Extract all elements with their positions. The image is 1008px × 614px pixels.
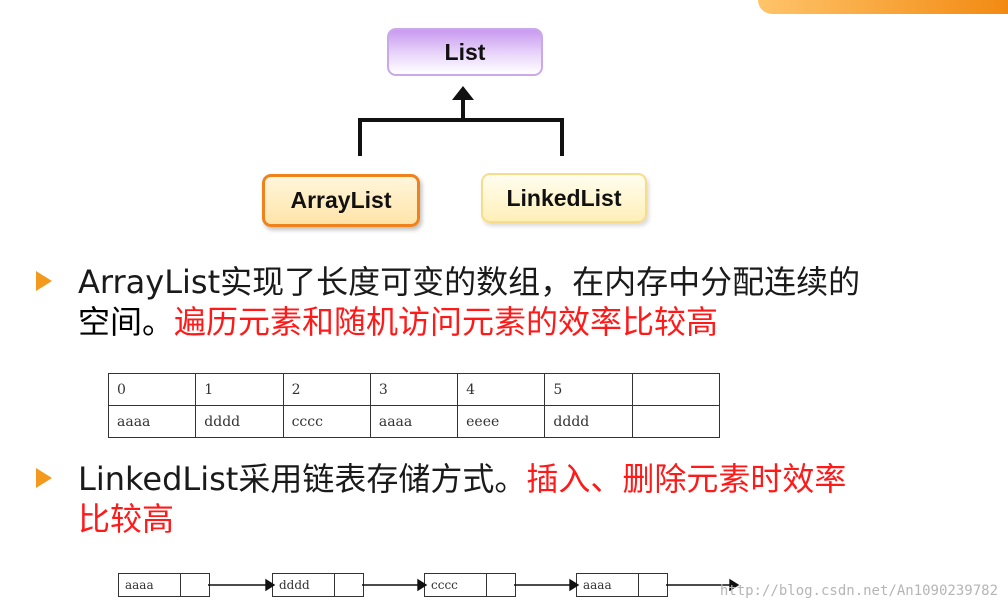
bullet-arraylist-line1: ArrayList实现了长度可变的数组，在内存中分配连续的 [78,263,861,301]
array-value-cell: aaaa [369,405,459,438]
bullet-arrow-icon [36,271,52,291]
array-index-cell: 4 [457,373,546,406]
linked-node-data: aaaa [119,574,181,596]
bullet-linkedlist-text: LinkedList采用链表存储方式。 [78,460,527,498]
array-index-cell: 1 [195,373,284,406]
array-index-row: 0 1 2 3 4 5 [107,373,721,406]
linked-node: aaaa [576,573,668,597]
bullet-arraylist: ArrayList实现了长度可变的数组，在内存中分配连续的 空间。遍历元素和随机… [36,262,861,342]
linked-node-pointer [639,574,667,596]
linkedlist-node: LinkedList [481,173,647,223]
array-index-cell: 2 [282,373,371,406]
bullet-arrow-icon [36,468,52,488]
array-index-cell: 3 [369,373,459,406]
bullet-linkedlist-line1: LinkedList采用链表存储方式。插入、删除元素时效率 [78,459,846,499]
bullet-arraylist-line2: 空间。遍历元素和随机访问元素的效率比较高 [78,302,860,342]
bullet-linkedlist-line2: 比较高 [78,500,175,538]
bullet-arraylist-text: 空间。 [78,303,175,341]
watermark-url: http://blog.csdn.net/An1090239782 [719,583,998,599]
array-value-cell: cccc [282,405,371,438]
array-value-cell: aaaa [107,405,197,438]
linked-node-pointer [487,574,515,596]
array-value-cell [631,405,721,438]
array-value-cell: dddd [195,405,284,438]
linked-node-pointer [335,574,363,596]
linked-node: aaaa [118,573,210,597]
bullet-linkedlist: LinkedList采用链表存储方式。插入、删除元素时效率 比较高 [36,459,846,539]
array-index-cell: 0 [107,373,197,406]
linked-node-pointer [181,574,209,596]
array-value-cell: eeee [457,405,546,438]
array-index-cell [631,373,721,406]
linked-node-data: aaaa [577,574,639,596]
linked-node-data: cccc [425,574,487,596]
array-value-cell: dddd [544,405,633,438]
bullet-arraylist-highlight: 遍历元素和随机访问元素的效率比较高 [174,303,719,341]
array-table: 0 1 2 3 4 5 aaaa dddd cccc aaaa eeee ddd… [107,373,721,438]
arraylist-node: ArrayList [262,174,420,227]
bullet-linkedlist-highlight: 插入、删除元素时效率 [526,460,847,498]
linked-node: cccc [424,573,516,597]
array-value-row: aaaa dddd cccc aaaa eeee dddd [107,405,721,438]
corner-accent-bar [758,0,1008,14]
list-node: List [387,28,543,76]
linked-node-data: dddd [273,574,335,596]
linked-node: dddd [272,573,364,597]
array-index-cell: 5 [544,373,633,406]
